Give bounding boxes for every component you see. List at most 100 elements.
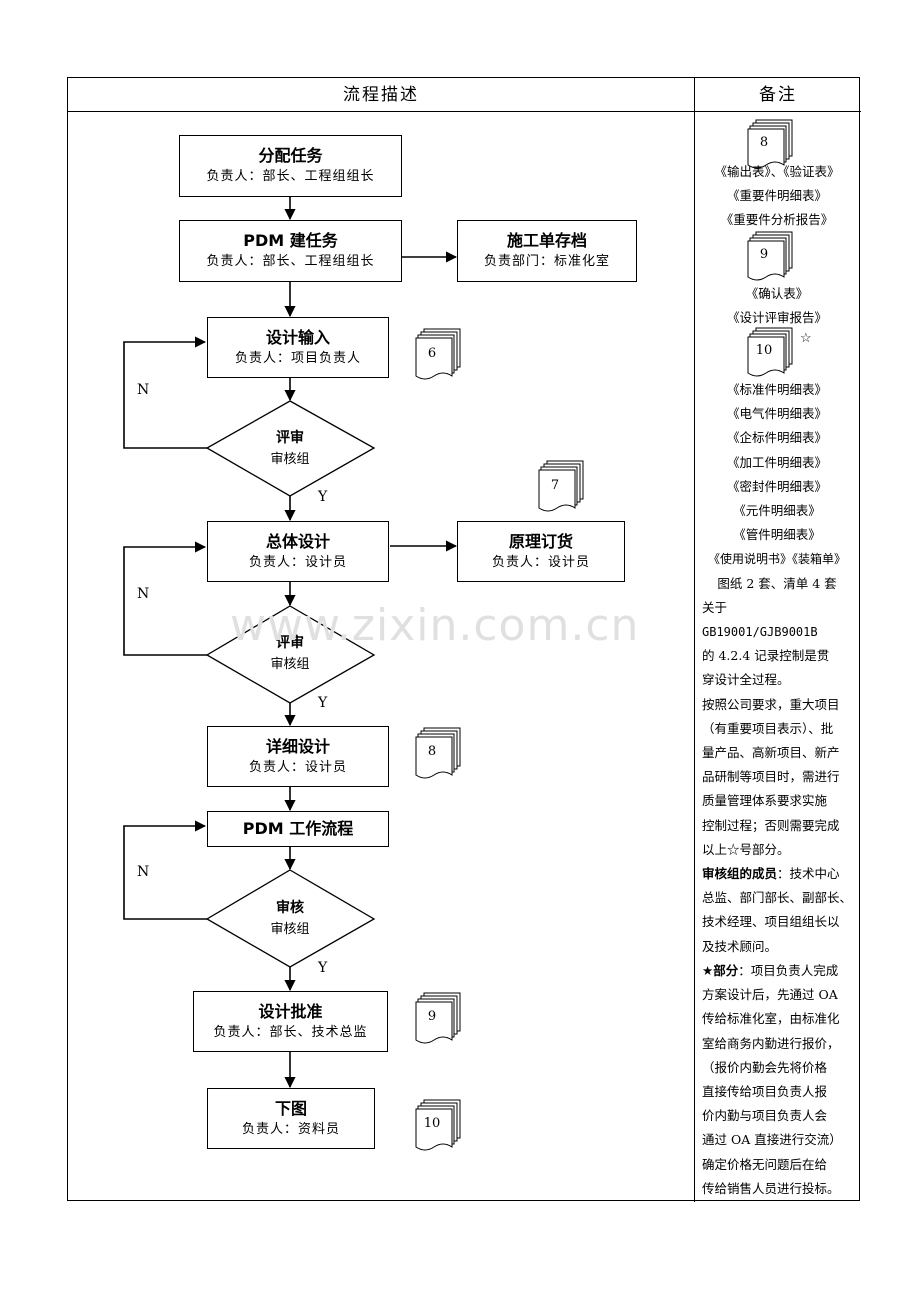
note-line: 《确认表》 [745,285,809,301]
notes-document-icon-10 [747,327,793,377]
overall-design-title: 总体设计 [265,531,330,551]
review-members-heading: 审核组的成员 [702,866,778,882]
review1-title: 评审 [276,430,304,446]
note-line: 《电气件明细表》 [726,406,827,422]
review1-yes-label: Y [318,489,328,505]
note-line: 及技术顾问。 [702,938,778,954]
review2-title: 评审 [276,635,304,651]
note-line: 《设计评审报告》 [726,309,827,325]
note-line: 传给销售人员进行投标。 [702,1180,840,1196]
assign-task-box: 分配任务 负责人：部长、工程组组长 [179,135,402,197]
note-line: 《管件明细表》 [733,527,821,543]
header-divider [68,111,861,112]
document-stack-icon-9 [415,992,461,1044]
detail-design-box: 详细设计 负责人：设计员 [207,726,389,787]
detail-design-owner: 负责人：设计员 [248,759,347,775]
remarks-column: 《输出表》、《验证表》 《重要件明细表》 《重要件分析报告》 《确认表》 《设计… [694,160,860,1201]
audit-group: 审核组 [270,922,310,937]
design-input-title: 设计输入 [265,327,330,347]
note-line: 控制过程；否则需要完成 [702,817,840,833]
review2-text: 评审 审核组 [240,632,340,676]
release-drawing-box: 下图 负责人：资料员 [207,1088,375,1149]
release-drawing-owner: 负责人：资料员 [241,1121,340,1137]
note-line: 《密封件明细表》 [726,478,827,494]
notes-group-8: 《输出表》、《验证表》 《重要件明细表》 《重要件分析报告》 [694,160,860,233]
note-line: 传给标准化室，由标准化 [702,1011,840,1027]
note-line: 图纸 2 套、清单 4 套 [717,575,837,591]
notes-document-icon-9 [747,231,793,281]
note-line: 《输出表》、《验证表》 [714,164,840,179]
notes-company-requirement: 按照公司要求，重大项目 （有重要项目表示）、批 量产品、高新项目、新产 品研制等… [694,693,860,862]
order-title: 原理订货 [508,531,573,551]
note-line: 穿设计全过程。 [702,672,790,688]
review2-diamond [205,605,376,704]
note-line: （有重要项目表示）、批 [702,720,834,736]
note-line: 按照公司要求，重大项目 [702,696,840,712]
audit-no-label: N [137,864,150,880]
notes-doc-number-10: 10 [755,343,773,358]
header-remarks: 备注 [759,85,797,105]
notes-star-part: ★部分：项目负责人完成 方案设计后，先通过 OA 传给标准化室，由标准化 室给商… [694,959,860,1201]
note-line: 关于 [702,599,728,615]
notes-group-9: 《确认表》 《设计评审报告》 [694,282,860,330]
audit-title: 审核 [276,900,304,916]
note-line: 审核组的成员：技术中心 [702,862,858,886]
document-stack-icon-8 [415,727,461,779]
doc-number-7: 7 [550,478,560,493]
notes-review-members: 审核组的成员：技术中心 总监、部门部长、副部长、 技术经理、项目组组长以 及技术… [694,862,860,959]
spacer [694,330,860,378]
doc-number-9: 9 [427,1009,437,1024]
note-line: 室给商务内勤进行报价， [702,1035,840,1051]
archive-owner: 负责部门：标准化室 [483,254,610,269]
note-line: 确定价格无问题后在给 [702,1156,828,1172]
notes-doc-number-9: 9 [759,247,769,262]
assign-task-title: 分配任务 [258,146,323,165]
design-approval-owner: 负责人：部长、技术总监 [213,1024,368,1040]
note-line: 《重要件分析报告》 [720,212,834,228]
note-line: 《企标件明细表》 [726,430,827,446]
review2-group: 审核组 [270,657,310,672]
note-line: 以上☆号部分。 [702,841,790,857]
note-line: （报价内勤会先将价格 [702,1059,828,1075]
order-owner: 负责人：设计员 [491,554,590,570]
note-line: 总监、部门部长、副部长、 [702,890,853,906]
note-line: 《标准件明细表》 [726,382,827,398]
note-line: 通过 OA 直接进行交流） [702,1132,842,1148]
review2-yes-label: Y [318,695,328,711]
assign-task-owner: 负责人：部长、工程组组长 [206,169,375,184]
overall-design-box: 总体设计 负责人：设计员 [207,521,389,582]
spacer [694,233,860,282]
note-line-text: ：技术中心 [777,866,840,882]
note-line: 《加工件明细表》 [726,454,827,470]
loop-review1-no [123,336,207,449]
note-line: GB19001/GJB9001B [702,625,818,640]
audit-yes-label: Y [318,960,328,976]
overall-design-owner: 负责人：设计员 [248,554,347,570]
loop-audit-no [123,820,207,920]
note-line: 技术经理、项目组组长以 [702,914,840,930]
note-line: ★部分：项目负责人完成 [702,959,858,983]
column-divider [694,78,695,1202]
design-input-box: 设计输入 负责人：项目负责人 [207,317,389,378]
archive-box: 施工单存档 负责部门：标准化室 [457,220,637,282]
note-line: 品研制等项目时，需进行 [702,769,840,785]
document-stack-icon-7 [538,460,584,512]
design-approval-box: 设计批准 负责人：部长、技术总监 [193,991,388,1052]
pdm-task-owner: 负责人：部长、工程组组长 [206,254,375,269]
doc-number-8: 8 [427,744,437,759]
order-box: 原理订货 负责人：设计员 [457,521,625,582]
header-process-description: 流程描述 [343,85,419,105]
star-part-heading: ★部分 [702,962,739,978]
release-drawing-title: 下图 [274,1098,307,1118]
pdm-task-title: PDM 建任务 [243,231,338,250]
notes-group-10: 《标准件明细表》 《电气件明细表》 《企标件明细表》 《加工件明细表》 《密封件… [694,378,860,596]
note-line-text: ：项目负责人完成 [738,962,839,978]
note-line: 《使用说明书》《装箱单》 [707,552,846,567]
design-approval-title: 设计批准 [258,1001,323,1021]
notes-document-icon-8 [747,119,793,169]
pdm-workflow-box: PDM 工作流程 [207,811,389,847]
review1-text: 评审 审核组 [240,427,340,471]
review1-group: 审核组 [270,452,310,467]
note-line: 量产品、高新项目、新产 [702,745,840,761]
